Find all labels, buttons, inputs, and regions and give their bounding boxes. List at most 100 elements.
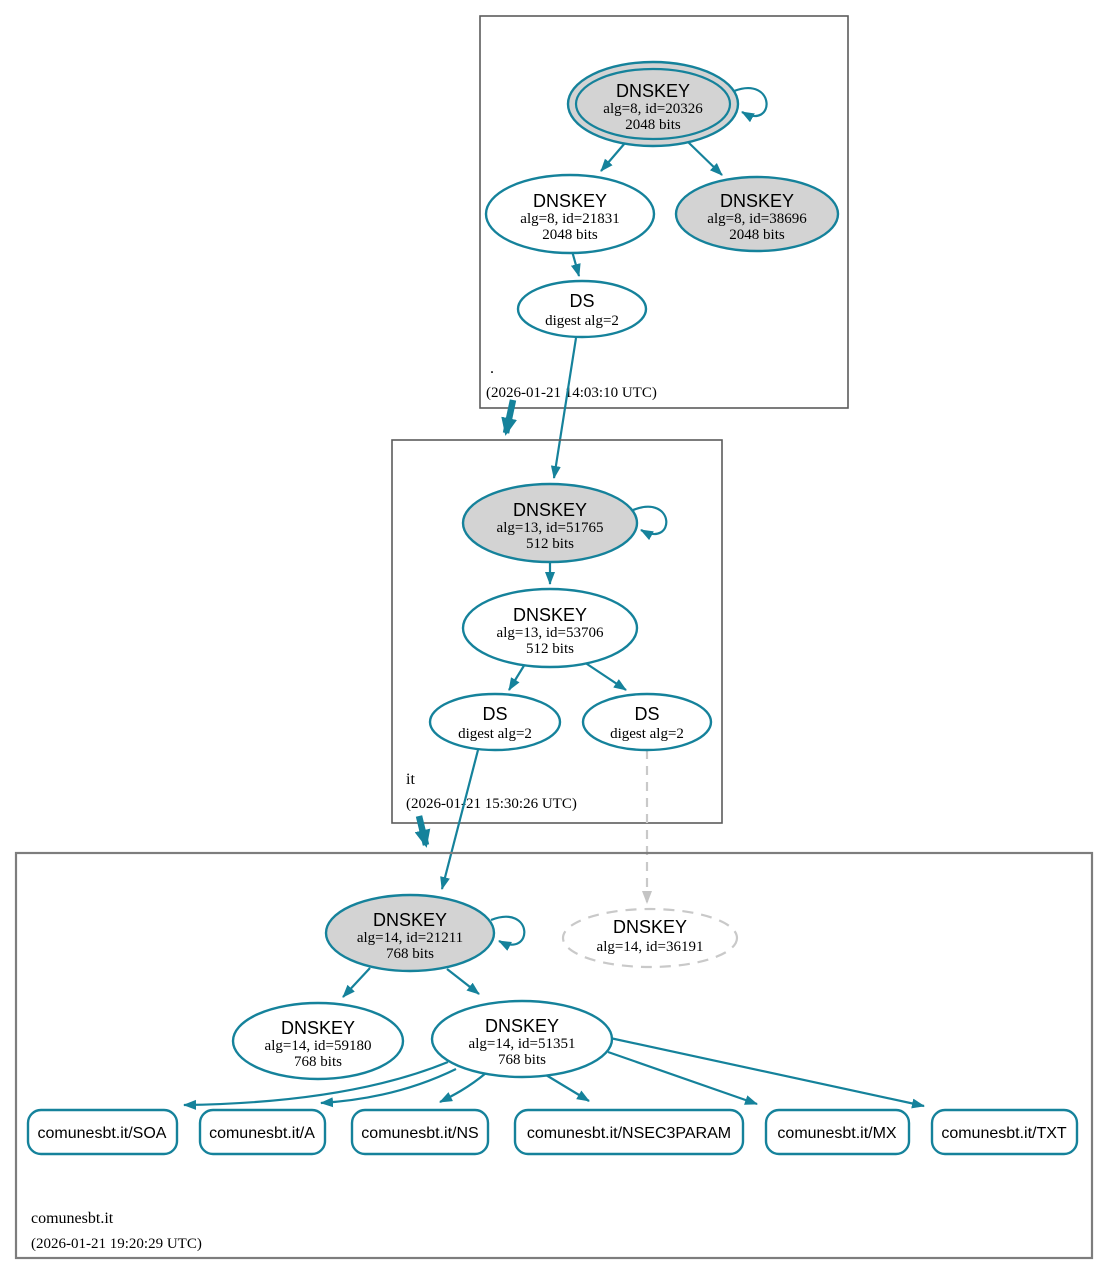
edge-root-ksk-selfloop — [733, 87, 768, 123]
edge-root-ksk-to-zsk — [600, 142, 626, 172]
comunesbt-ghost-key-ellipse — [561, 907, 739, 969]
rrset-nsec3param[interactable]: comunesbt.it/NSEC3PARAM — [513, 1108, 745, 1156]
root-zsk-ellipse — [484, 173, 656, 255]
comunesbt-ghost-key-title: DNSKEY — [613, 917, 687, 937]
rrset-txt-label: comunesbt.it/TXT — [941, 1125, 1067, 1142]
comunesbt-ghost-key-node[interactable]: DNSKEY alg=14, id=36191 — [561, 907, 739, 969]
rrset-ns-box — [350, 1108, 490, 1156]
it-ds-left-ellipse — [428, 692, 562, 752]
edge-it-zsk-to-ds-left — [508, 663, 526, 691]
root-key38696-detail: alg=8, id=38696 — [707, 211, 807, 227]
edge-delegation-root-to-it — [501, 399, 517, 436]
edge-it-ds-to-comunesbt-ksk — [440, 749, 480, 890]
root-ds-node[interactable]: DS digest alg=2 — [516, 279, 648, 339]
zone-it-border — [391, 439, 723, 824]
comunesbt-zsk1-bits: 768 bits — [294, 1054, 342, 1070]
rrset-soa-box — [26, 1108, 179, 1156]
edge-zsk2-to-nsec3param — [545, 1074, 590, 1102]
zone-it: it (2026-01-21 15:30:26 UTC) — [391, 439, 723, 824]
comunesbt-zsk2-ellipse — [430, 999, 614, 1079]
edge-it-zsk-to-ds-right — [583, 661, 627, 691]
rrset-soa-label: comunesbt.it/SOA — [38, 1125, 167, 1142]
rrset-mx-label: comunesbt.it/MX — [777, 1125, 896, 1142]
rrset-a-label: comunesbt.it/A — [209, 1125, 315, 1142]
it-ksk-title: DNSKEY — [513, 500, 587, 520]
comunesbt-ksk-bits: 768 bits — [386, 946, 434, 962]
zone-comunesbt-border — [14, 851, 1094, 1260]
zone-comunesbt: comunesbt.it (2026-01-21 19:20:29 UTC) — [14, 851, 1094, 1260]
edge-root-ds-to-it-ksk — [550, 337, 578, 479]
root-ds-title: DS — [569, 291, 594, 311]
it-ds-right-title: DS — [634, 704, 659, 724]
comunesbt-zsk2-title: DNSKEY — [485, 1016, 559, 1036]
comunesbt-zsk1-ellipse — [231, 1001, 405, 1081]
zone-comunesbt-label: comunesbt.it — [31, 1210, 114, 1227]
it-ksk-bits: 512 bits — [526, 536, 574, 552]
comunesbt-zsk2-bits: 768 bits — [498, 1052, 546, 1068]
rrset-a-box — [198, 1108, 327, 1156]
root-zsk-bits: 2048 bits — [542, 227, 598, 243]
root-zsk-detail: alg=8, id=21831 — [520, 211, 619, 227]
zone-root-border — [479, 15, 849, 409]
comunesbt-ksk-title: DNSKEY — [373, 910, 447, 930]
zone-it-timestamp: (2026-01-21 15:30:26 UTC) — [406, 796, 577, 812]
rrset-txt[interactable]: comunesbt.it/TXT — [930, 1108, 1079, 1156]
zone-root-label: . — [490, 360, 494, 377]
comunesbt-ksk-ellipse — [324, 893, 496, 973]
root-ds-ellipse — [516, 279, 648, 339]
rrset-soa[interactable]: comunesbt.it/SOA — [26, 1108, 179, 1156]
edge-root-zsk-to-ds — [570, 250, 581, 277]
it-zsk-title: DNSKEY — [513, 605, 587, 625]
edge-comunesbt-ksk-to-zsk2 — [446, 968, 480, 995]
root-zsk-title: DNSKEY — [533, 191, 607, 211]
rrset-ns-label: comunesbt.it/NS — [361, 1125, 478, 1142]
edge-comunesbt-ksk-selfloop — [490, 915, 526, 951]
it-ksk-ellipse — [461, 482, 639, 564]
rrset-mx[interactable]: comunesbt.it/MX — [764, 1108, 911, 1156]
it-ksk-node[interactable]: DNSKEY alg=13, id=51765 512 bits — [461, 482, 639, 564]
root-zsk-node[interactable]: DNSKEY alg=8, id=21831 2048 bits — [484, 173, 656, 255]
comunesbt-zsk2-detail: alg=14, id=51351 — [469, 1036, 576, 1052]
it-ds-right-node[interactable]: DS digest alg=2 — [581, 692, 713, 752]
comunesbt-ksk-node[interactable]: DNSKEY alg=14, id=21211 768 bits — [324, 893, 496, 973]
edge-comunesbt-ksk-to-zsk1 — [342, 967, 371, 998]
zone-comunesbt-timestamp: (2026-01-21 19:20:29 UTC) — [31, 1236, 202, 1252]
rrset-ns[interactable]: comunesbt.it/NS — [350, 1108, 490, 1156]
zone-root: . (2026-01-21 14:03:10 UTC) — [479, 15, 849, 409]
rrset-a[interactable]: comunesbt.it/A — [198, 1108, 327, 1156]
zone-root-timestamp: (2026-01-21 14:03:10 UTC) — [486, 385, 657, 401]
root-ksk-bits: 2048 bits — [625, 117, 681, 133]
comunesbt-zsk1-node[interactable]: DNSKEY alg=14, id=59180 768 bits — [231, 1001, 405, 1081]
rrset-txt-box — [930, 1108, 1079, 1156]
edge-it-ksk-selfloop — [632, 505, 668, 541]
it-ds-right-ellipse — [581, 692, 713, 752]
it-ksk-detail: alg=13, id=51765 — [497, 520, 604, 536]
it-ds-left-node[interactable]: DS digest alg=2 — [428, 692, 562, 752]
edge-zsk2-to-soa — [183, 1060, 449, 1110]
comunesbt-zsk1-title: DNSKEY — [281, 1018, 355, 1038]
edge-zsk2-to-a — [320, 1068, 457, 1108]
it-zsk-node[interactable]: DNSKEY alg=13, id=53706 512 bits — [461, 587, 639, 669]
it-ds-left-detail: digest alg=2 — [458, 726, 532, 742]
it-zsk-bits: 512 bits — [526, 641, 574, 657]
it-zsk-detail: alg=13, id=53706 — [497, 625, 604, 641]
comunesbt-ghost-key-detail: alg=14, id=36191 — [597, 939, 704, 955]
root-key38696-ellipse — [674, 175, 840, 253]
rrset-nsec3param-label: comunesbt.it/NSEC3PARAM — [527, 1125, 731, 1142]
root-ksk-detail: alg=8, id=20326 — [603, 101, 703, 117]
comunesbt-ksk-detail: alg=14, id=21211 — [357, 930, 463, 946]
root-ksk-node[interactable]: DNSKEY alg=8, id=20326 2048 bits — [566, 60, 740, 148]
root-ksk-title: DNSKEY — [616, 81, 690, 101]
edge-zsk2-to-mx — [607, 1050, 758, 1106]
root-key38696-node[interactable]: DNSKEY alg=8, id=38696 2048 bits — [674, 175, 840, 253]
root-ksk-ellipse-outer — [566, 60, 740, 148]
root-key38696-bits: 2048 bits — [729, 227, 785, 243]
it-zsk-ellipse — [461, 587, 639, 669]
comunesbt-zsk2-node[interactable]: DNSKEY alg=14, id=51351 768 bits — [430, 999, 614, 1079]
root-ksk-ellipse-inner — [574, 67, 732, 141]
edge-zsk2-to-txt — [609, 1036, 925, 1109]
comunesbt-zsk1-detail: alg=14, id=59180 — [265, 1038, 372, 1054]
edge-zsk2-to-ns — [439, 1072, 487, 1103]
it-ds-right-detail: digest alg=2 — [610, 726, 684, 742]
rrset-nsec3param-box — [513, 1108, 745, 1156]
